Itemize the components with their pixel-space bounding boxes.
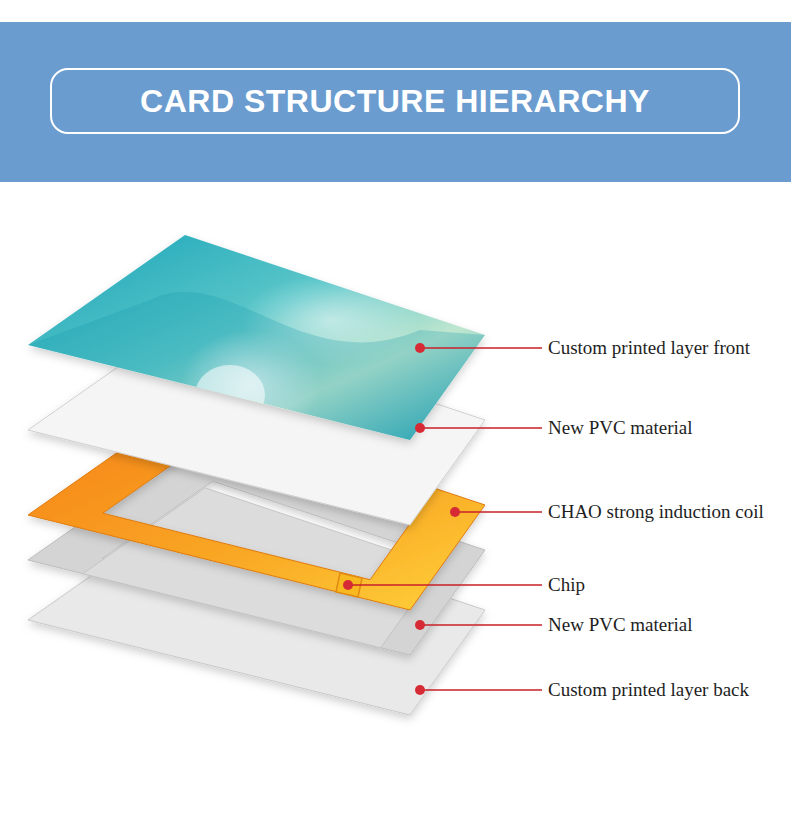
title-frame: CARD STRUCTURE HIERARCHY: [50, 68, 740, 134]
callout-label: Chip: [548, 574, 585, 596]
callout-label: CHAO strong induction coil: [548, 501, 764, 523]
page-title: CARD STRUCTURE HIERARCHY: [140, 83, 650, 120]
leader-lines: [348, 348, 542, 690]
callout-dots: [343, 343, 460, 695]
callout-label: Custom printed layer back: [548, 679, 749, 701]
front-layer: [28, 235, 485, 440]
callout-label: Custom printed layer front: [548, 337, 750, 359]
callout-label: New PVC material: [548, 417, 693, 439]
callout-label: New PVC material: [548, 614, 693, 636]
